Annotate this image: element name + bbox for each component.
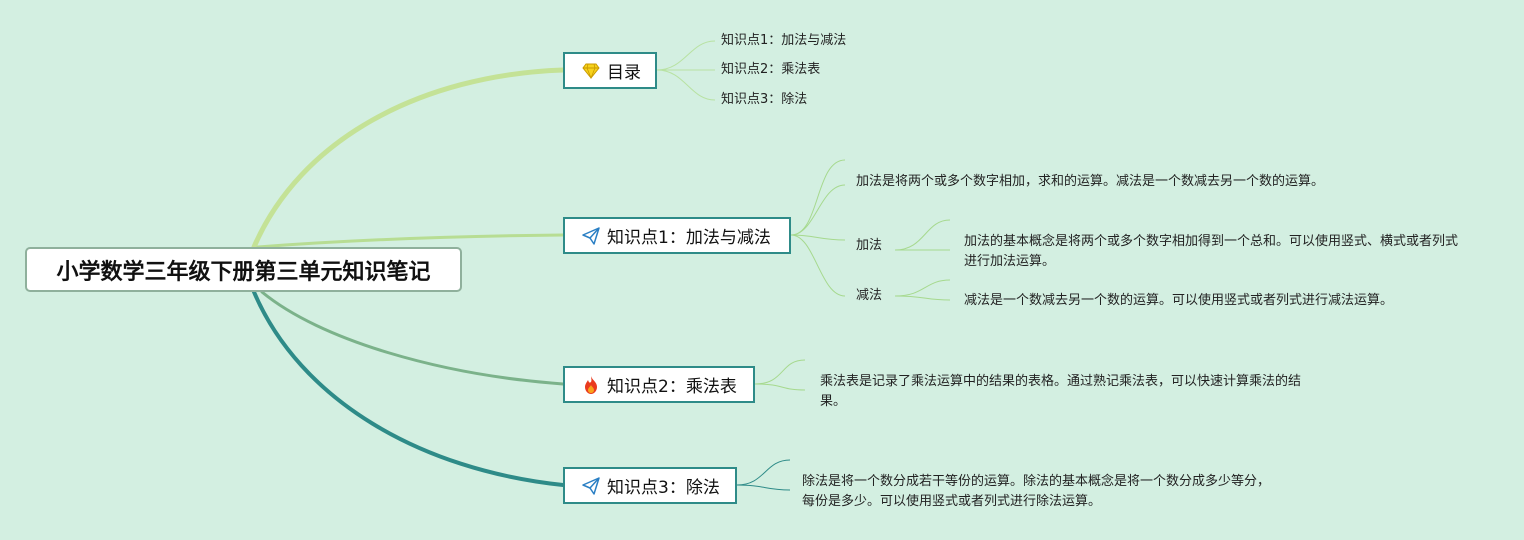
subtraction-detail: 减法是一个数减去另一个数的运算。可以使用竖式或者列式进行减法运算。 <box>964 293 1394 308</box>
topic2-line-2 <box>754 383 806 391</box>
branch-node-topic3[interactable]: 知识点3：除法 <box>563 467 737 504</box>
branch-label-toc: 目录 <box>607 63 641 83</box>
addition-label[interactable]: 加法 <box>856 238 883 253</box>
toc-line-3 <box>656 69 716 101</box>
branch-node-toc[interactable]: 目录 <box>563 52 657 89</box>
diamond-icon <box>581 61 601 81</box>
root-title: 小学数学三年级下册第三单元知识笔记 <box>56 259 431 285</box>
toc-item-3[interactable]: 知识点3：除法 <box>721 92 808 107</box>
addition-detail: 加法的基本概念是将两个或多个数字相加得到一个总和。可以使用竖式、横式或者列式进行… <box>964 234 1459 269</box>
topic3-line-2 <box>736 484 791 491</box>
topic1-line-summary-b <box>790 184 846 236</box>
topic3-detail: 除法是将一个数分成若干等份的运算。除法的基本概念是将一个数分成多少等分，每份是多… <box>802 474 1271 509</box>
branch-line-topic2 <box>260 290 565 386</box>
addition-line-1 <box>894 219 951 251</box>
topic2-line-1 <box>754 359 806 385</box>
topic1-line-addition <box>790 234 846 241</box>
branch-label-topic3: 知识点3：除法 <box>607 478 720 498</box>
topic1-line-subtraction <box>790 234 846 297</box>
topic1-line-summary <box>790 159 846 236</box>
branch-line-topic3 <box>252 290 565 487</box>
toc-line-1 <box>656 40 716 71</box>
branch-label-topic2: 知识点2：乘法表 <box>607 377 737 397</box>
branch-node-topic1[interactable]: 知识点1：加法与减法 <box>563 217 791 254</box>
branch-line-topic1 <box>256 233 565 249</box>
toc-item-1[interactable]: 知识点1：加法与减法 <box>721 33 847 48</box>
subtraction-label[interactable]: 减法 <box>856 288 883 303</box>
subtraction-line-1 <box>894 279 951 297</box>
paper-plane-icon <box>581 476 601 496</box>
root-node[interactable]: 小学数学三年级下册第三单元知识笔记 <box>25 247 462 292</box>
fire-icon <box>581 375 601 395</box>
topic2-detail: 乘法表是记录了乘法运算中的结果的表格。通过熟记乘法表，可以快速计算乘法的结果。 <box>820 374 1302 409</box>
branch-line-toc <box>251 67 566 250</box>
topic3-line-1 <box>736 459 791 486</box>
toc-item-2[interactable]: 知识点2：乘法表 <box>721 62 821 77</box>
paper-plane-icon <box>581 226 601 246</box>
branch-label-topic1: 知识点1：加法与减法 <box>607 228 771 248</box>
subtraction-line-2 <box>894 295 951 301</box>
topic1-summary: 加法是将两个或多个数字相加，求和的运算。减法是一个数减去另一个数的运算。 <box>856 174 1325 189</box>
branch-node-topic2[interactable]: 知识点2：乘法表 <box>563 366 755 403</box>
